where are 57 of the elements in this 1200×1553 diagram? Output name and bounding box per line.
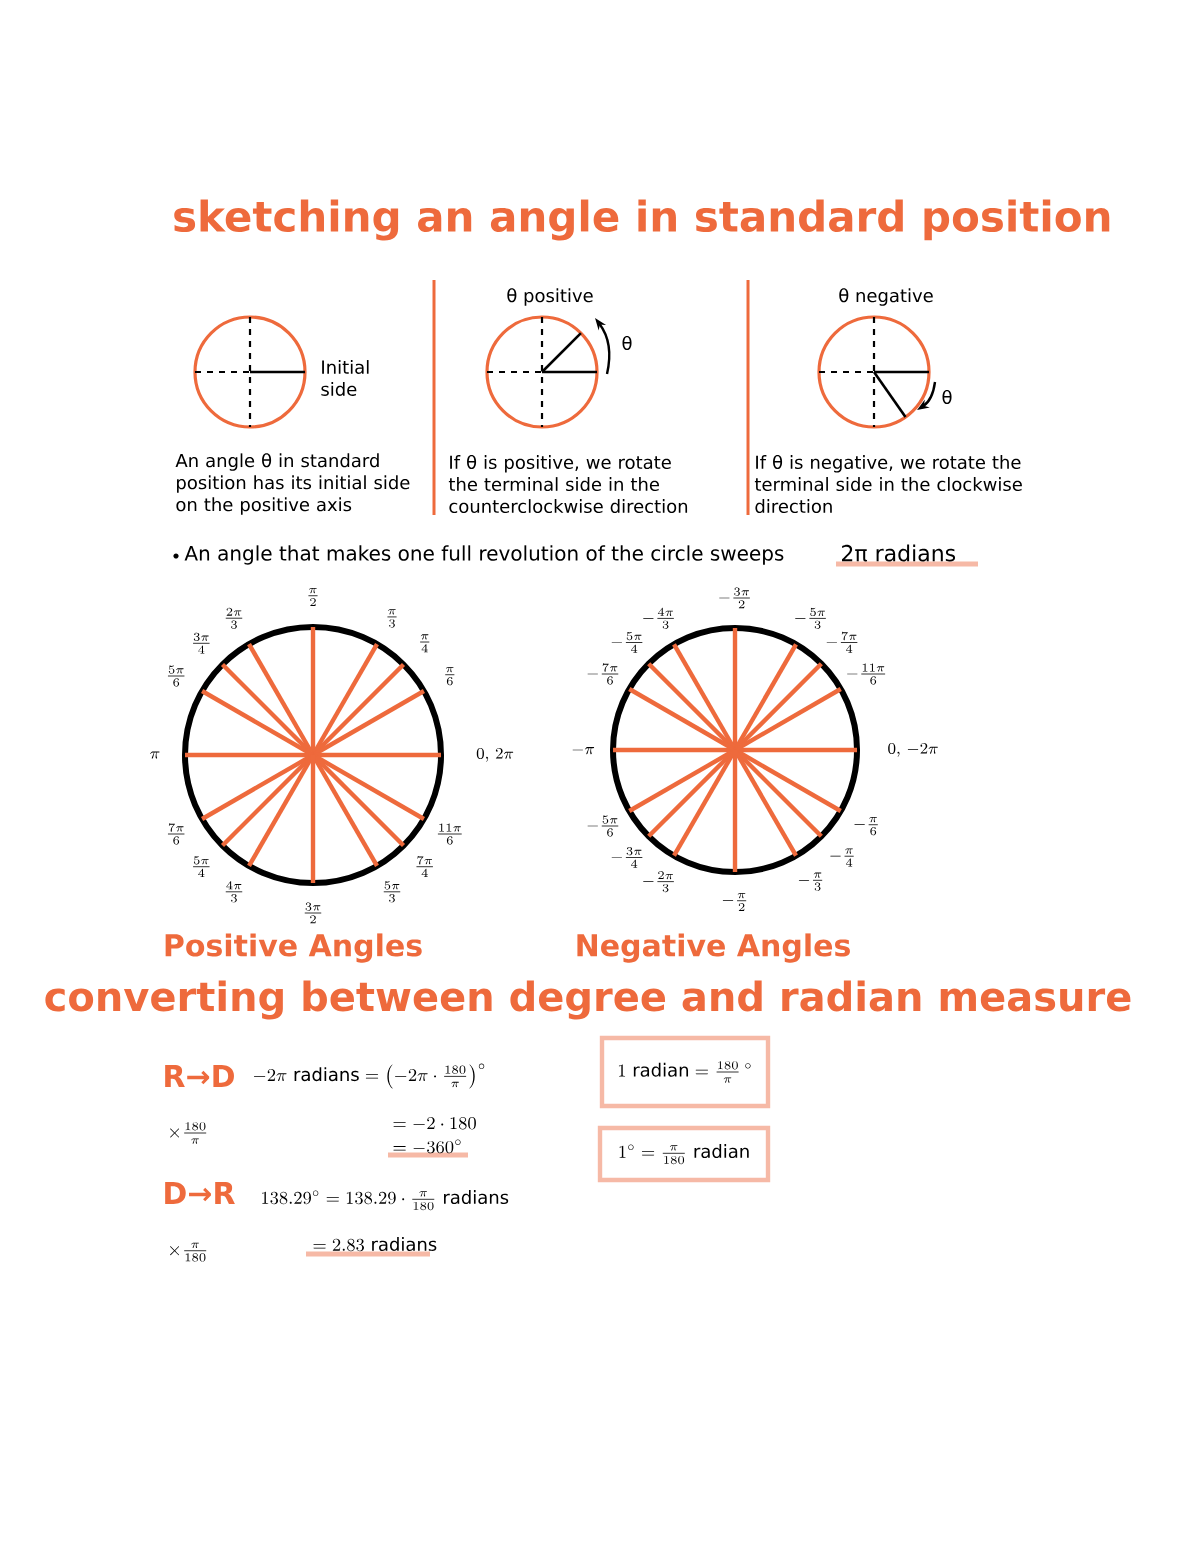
angle-label: $\frac{\pi}{4}$ [420, 634, 430, 653]
angle-label: $-\frac{5\pi}{4}$ [611, 631, 643, 653]
angle-label: $0,\,-2\pi$ [888, 743, 938, 757]
angle-label: $-\frac{2\pi}{3}$ [643, 871, 674, 893]
angle-label: $-\frac{5\pi}{3}$ [795, 607, 826, 629]
angle-label: $-\frac{\pi}{4}$ [830, 848, 854, 867]
angle-label: $-\frac{7\pi}{6}$ [587, 663, 619, 685]
angle-label: $-\frac{\pi}{6}$ [854, 817, 878, 836]
equation: $\times\frac{\pi}{180}$ [170, 1242, 207, 1262]
angle-label: $\frac{11\pi}{6}$ [437, 823, 462, 845]
equation: $= -2 \cdot 180$ [393, 1117, 476, 1130]
circle-caption: Positive Angles [165, 933, 422, 963]
angle-label: $-\frac{7\pi}{4}$ [826, 631, 858, 653]
equation: $138.29^{\circ} = 138.29 \cdot \frac{\pi}{180}\ \mathrm{radians}$ [262, 1190, 509, 1211]
section-heading: converting between degree and radian measure [45, 980, 1131, 1020]
description-text: An angle θ in standard position has its initial side on the positive axis [175, 453, 410, 515]
circle-caption: Negative Angles [577, 933, 850, 963]
angle-label: $\pi$ [150, 751, 160, 759]
angle-label: $-\frac{11\pi}{6}$ [847, 663, 886, 685]
equation: $= 2.83\ \mathrm{radians}$ [313, 1237, 437, 1252]
formula-box: $1^{\circ} = \frac{\pi}{180}\ \mathrm{radian}$ [597, 1125, 771, 1183]
angle-label: $0,\,2\pi$ [476, 748, 514, 762]
step-heading: R→D [165, 1065, 234, 1087]
angle-label: $-\frac{3\pi}{2}$ [719, 587, 750, 609]
panel-heading: θ negative [839, 288, 933, 306]
note-text: 2π radians [842, 544, 956, 562]
angle-label: $-\frac{3\pi}{4}$ [611, 846, 643, 868]
formula-box: $1\ \mathrm{radian} = \frac{180}{\pi}\,^{\circ}$ [599, 1035, 771, 1109]
angle-label: $\frac{5\pi}{6}$ [167, 665, 185, 687]
step-heading: D→R [165, 1182, 235, 1204]
angle-label: $\frac{7\pi}{6}$ [167, 823, 185, 845]
equation: $= -360^{\circ}$ [393, 1139, 461, 1154]
angle-label: $-\frac{5\pi}{6}$ [587, 815, 619, 837]
angle-label: $\frac{2\pi}{3}$ [225, 607, 243, 629]
axis-label: Initial side [321, 360, 369, 396]
angle-label: $\frac{3\pi}{2}$ [304, 902, 322, 924]
angle-label: $-\pi$ [572, 747, 595, 755]
panel-heading: θ positive [507, 288, 593, 306]
angle-label: $\frac{\pi}{6}$ [445, 667, 455, 686]
description-text: If θ is positive, we rotate the terminal side in the counterclockwise direction [448, 454, 688, 514]
angle-label: $\frac{5\pi}{4}$ [193, 856, 210, 877]
angle-label: $\frac{\pi}{2}$ [308, 588, 318, 606]
angle-label: $\frac{7\pi}{4}$ [416, 856, 433, 877]
angle-label: θ [942, 390, 952, 404]
angle-label: $\frac{\pi}{3}$ [387, 609, 397, 628]
page-title: sketching an angle in standard position [174, 199, 1110, 241]
angle-label: $-\frac{\pi}{2}$ [722, 893, 747, 911]
angle-label: $\frac{3\pi}{4}$ [193, 632, 210, 654]
angle-label: $-\frac{\pi}{3}$ [798, 872, 823, 891]
equation: $-2\pi\ \mathrm{radians} = \left(-2\pi \cdot \frac{180}{\pi}\right)^{\circ}$ [253, 1063, 485, 1089]
description-text: If θ is negative, we rotate the terminal side in the clockwise direction [754, 454, 1022, 514]
equation: $\times\frac{180}{\pi}$ [170, 1122, 207, 1144]
angle-label: $\frac{4\pi}{3}$ [225, 881, 243, 903]
angle-label: $\frac{5\pi}{3}$ [383, 881, 401, 903]
note-text: An angle that makes one full revolution of the circle sweeps [184, 545, 784, 565]
angle-label: $-\frac{4\pi}{3}$ [643, 607, 674, 629]
angle-label: θ [622, 336, 632, 350]
